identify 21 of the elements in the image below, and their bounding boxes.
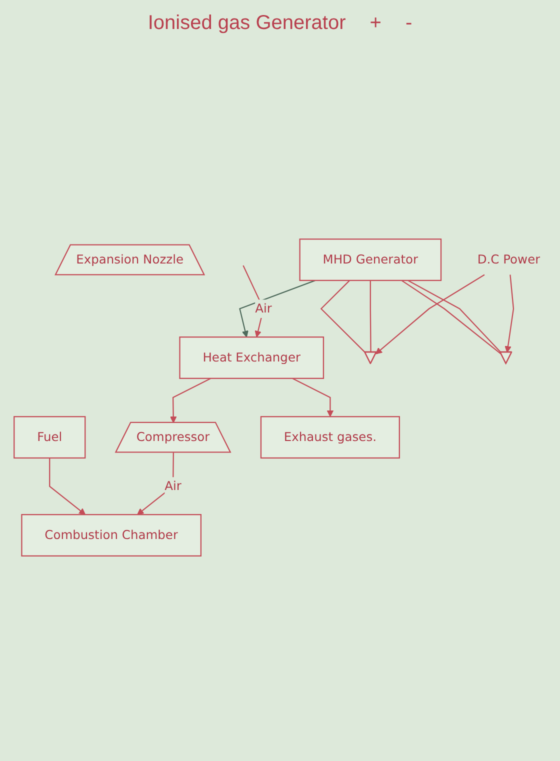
connector [370,280,372,353]
arrow [292,378,334,418]
arrow [137,453,174,516]
arrow [375,274,485,355]
heading-label: Ionised gas Generator [148,12,346,35]
node-text: D.C Power [477,252,540,268]
arrow [242,266,264,338]
arrow [239,280,316,338]
node-box: Fuel [14,416,86,460]
connector [320,280,366,354]
node-box: Exhaust gases. [260,416,400,460]
arrow [49,458,86,516]
edge-label: Air [255,302,272,316]
arrow [170,378,212,424]
node-box: MHD Generator [299,239,442,282]
node-box: Heat Exchanger [179,336,324,380]
node-box: Combustion Chamber [21,514,202,557]
edge-label: Air [164,479,182,494]
polarity-sign: - [405,12,412,35]
arrow [504,275,514,354]
polarity-sign: + [370,12,382,35]
